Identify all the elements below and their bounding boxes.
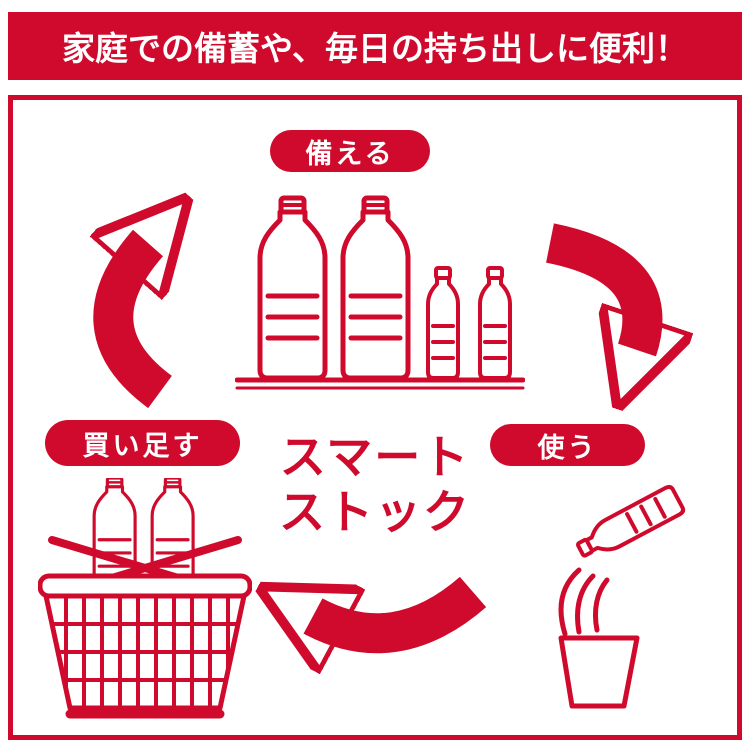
step-restock-pill: 買い足す [45,420,240,466]
pour-stream-line [558,567,582,637]
basket-rim [38,573,252,599]
cycle-title-line1: スマート [279,430,471,484]
banner-text: 家庭での備蓄や、毎日の持ち出しに便利！ [61,29,688,68]
cycle-arrows [13,100,737,735]
banner: 家庭での備蓄や、毎日の持ち出しに便利！ [8,12,742,80]
large-bottle-icon [260,198,325,378]
step-restock-label: 買い足す [82,430,203,462]
pour-stream-line [575,573,596,635]
step-prepare-label: 備える [305,138,395,170]
step-use-pill: 使う [490,424,645,466]
step-prepare-pill: 備える [270,130,430,172]
water-bottles-on-shelf-icon [235,190,525,390]
large-bottle-icon [343,198,408,378]
cycle-title: スマート ストック [245,430,505,540]
curved-arrow-down-icon [545,223,642,350]
cycle-title-line2: ストック [279,485,471,540]
shopping-basket-with-bottles-icon [38,478,252,719]
tilted-bottle-icon [574,485,685,563]
cycle-frame: 備える 使う 買い足す [8,95,742,740]
small-bottle-icon [478,266,512,380]
bottle-pouring-into-glass-icon [558,478,705,709]
curved-arrow-up-right-icon [113,243,160,409]
basket-grid [46,596,244,708]
glass-icon [558,635,640,709]
pour-stream-line [592,577,610,633]
small-bottle-icon [426,266,460,380]
step-use-label: 使う [537,432,598,464]
curved-arrow-left-icon [313,576,487,633]
